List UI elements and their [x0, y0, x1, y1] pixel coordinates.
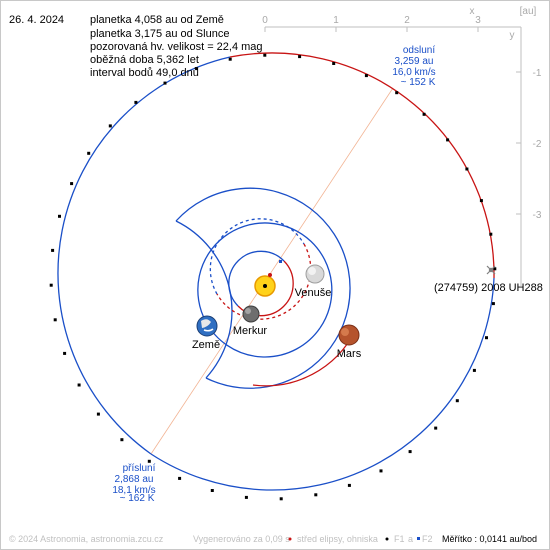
orbit-point — [77, 383, 81, 387]
orbit-point — [178, 476, 182, 480]
earth-planet — [196, 315, 218, 337]
footer: © 2024 Astronomia, astronomia.zcu.cz Vyg… — [9, 534, 537, 544]
orbit-point — [332, 62, 336, 65]
footer-copyright: © 2024 Astronomia, astronomia.zcu.cz — [9, 534, 164, 544]
footer-legend-f2: F2 — [422, 534, 433, 544]
footer-legend-f1: F1 — [394, 534, 405, 544]
orbit-point — [347, 483, 351, 487]
orbit-point — [379, 469, 383, 473]
orbit-point — [493, 267, 497, 271]
info-line-magnitude: pozorovaná hv. velikost = 22,4 mag — [90, 41, 263, 53]
footer-generated: Vygenerováno za 0,09 s — [193, 534, 290, 544]
orbit-point — [163, 81, 167, 85]
orbit-point — [63, 351, 67, 355]
orbit-point — [491, 302, 495, 306]
orbit-point — [408, 450, 412, 454]
x-tick-2: 2 — [404, 15, 410, 26]
mercury-label: Merkur — [233, 325, 268, 337]
orbit-point — [446, 138, 450, 142]
perihelion-speed: 18,1 km/s — [112, 485, 155, 496]
venus-planet — [305, 264, 325, 284]
aphelion-title: odsluní — [403, 45, 435, 56]
axis-unit: [au] — [520, 6, 537, 17]
orbit-point — [53, 318, 57, 322]
perihelion-info: přísluní 2,868 au 18,1 km/s ~ 162 K — [112, 463, 155, 504]
orbit-point — [472, 368, 476, 372]
earth-orbit — [197, 222, 333, 358]
orbit-point — [96, 412, 100, 416]
asteroid-orbit — [57, 52, 495, 491]
footer-legend-center: střed elipsy, ohniska — [297, 534, 378, 544]
orbit-point — [70, 182, 74, 186]
perihelion-temp: ~ 162 K — [120, 493, 155, 504]
asteroid-label: (274759) 2008 UH288 — [434, 282, 543, 294]
aphelion-speed: 16,0 km/s — [392, 67, 435, 78]
perihelion-title: přísluní — [123, 463, 156, 474]
orbit-point — [134, 100, 138, 104]
mercury-planet — [242, 305, 260, 323]
info-line-period: oběžná doba 5,362 let — [90, 54, 199, 66]
mars-label: Mars — [337, 348, 362, 360]
x-tick-0: 0 — [262, 15, 268, 26]
footer-legend-a: a — [408, 534, 413, 544]
orbit-point — [434, 426, 438, 430]
orbit-point — [195, 67, 199, 71]
orbit-point — [49, 283, 53, 287]
x-tick-1: 1 — [333, 15, 339, 26]
orbit-point — [479, 199, 483, 203]
venus-orbit — [209, 218, 312, 320]
apsides-line — [150, 87, 394, 455]
orbit-point — [455, 399, 459, 403]
orbit-point — [108, 124, 112, 128]
orbit-point — [120, 438, 124, 442]
orbit-point — [87, 151, 91, 155]
asteroid-marker — [486, 265, 496, 275]
info-line-interval: interval bodů 49,0 dnů — [90, 67, 199, 79]
orbit-point — [485, 336, 488, 340]
aphelion-distance: 3,259 au — [395, 56, 434, 67]
orbit-point — [244, 495, 248, 499]
asteroid-orbit-points — [49, 53, 497, 501]
orbit-point — [263, 53, 267, 57]
x-tick-3: 3 — [475, 15, 481, 26]
footer-scale: Měřítko : 0,0141 au/bod — [442, 534, 537, 544]
orbit-point — [422, 112, 426, 116]
y-axis-label: y — [510, 30, 515, 41]
venus-label: Venuše — [295, 287, 332, 299]
mars-planet — [338, 324, 360, 346]
date-label: 26. 4. 2024 — [9, 14, 64, 26]
orbit-center-marker — [279, 260, 282, 263]
perihelion-distance: 2,868 au — [115, 474, 154, 485]
orbit-point — [147, 459, 151, 463]
orbit-point — [228, 57, 232, 61]
orbit-point — [395, 91, 399, 95]
orbit-point — [51, 248, 55, 252]
info-line-distance-earth: planetka 4,058 au od Země — [90, 14, 224, 26]
orbit-point — [210, 489, 214, 492]
orbit-point — [489, 232, 493, 236]
info-line-distance-sun: planetka 3,175 au od Slunce — [90, 28, 229, 40]
y-tick-2: -2 — [533, 139, 542, 150]
orbit-point — [364, 74, 368, 78]
orbit-point — [298, 55, 302, 59]
aphelion-temp: ~ 152 K — [401, 77, 436, 88]
orbit-point — [58, 214, 61, 218]
orbit-point — [465, 167, 469, 171]
y-tick-3: -3 — [533, 210, 542, 221]
x-axis-label: x — [470, 6, 475, 17]
orbit-point — [314, 493, 318, 497]
axes — [264, 26, 522, 286]
y-tick-1: -1 — [533, 68, 542, 79]
earth-label: Země — [192, 339, 220, 351]
aphelion-info: odsluní 3,259 au 16,0 km/s ~ 152 K — [392, 45, 435, 88]
orbit-point — [279, 497, 283, 501]
sun — [254, 273, 276, 297]
